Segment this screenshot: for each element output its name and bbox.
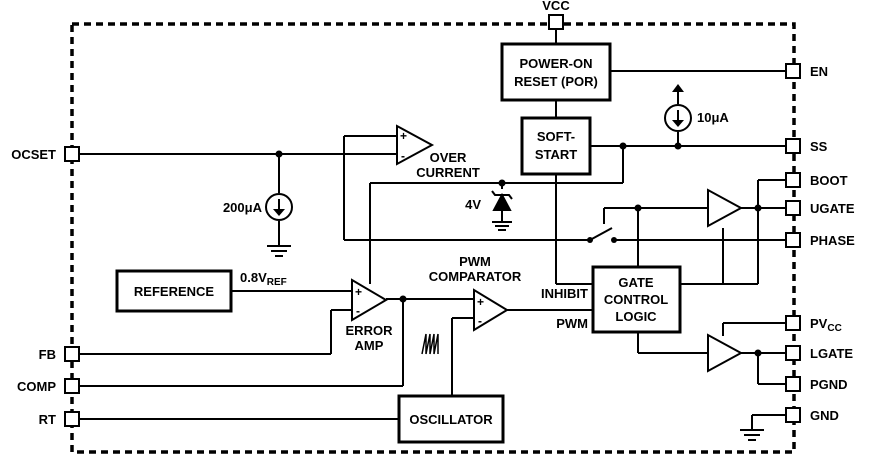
gate-logic-block — [591, 265, 682, 334]
oscillator-block — [397, 394, 505, 444]
pin-ss-pad — [785, 138, 801, 154]
pin-boot-label: BOOT — [810, 173, 848, 188]
pin-pvcc-label: PVCC — [810, 316, 842, 334]
pin-ugate-pad — [785, 200, 801, 216]
gate-label-3: LOGIC — [615, 309, 657, 324]
pin-gnd-pad — [785, 407, 801, 423]
upper-driver — [707, 188, 744, 228]
pwm-minus-sign: - — [478, 314, 482, 328]
over-current-label-1: OVER — [430, 150, 467, 165]
lower-driver — [707, 333, 744, 373]
pin-ss-label: SS — [810, 139, 828, 154]
reference-block — [115, 269, 233, 313]
softstart-block — [520, 116, 592, 176]
sawtooth-icon — [421, 333, 439, 355]
pin-en-label: EN — [810, 64, 828, 79]
por-block — [500, 42, 612, 102]
over-current-label-2: CURRENT — [416, 165, 480, 180]
arrows — [273, 84, 684, 216]
reference-label: REFERENCE — [134, 284, 215, 299]
pin-ocset-pad — [64, 146, 80, 162]
oc-comparator — [396, 124, 435, 166]
blocks — [115, 42, 682, 444]
zener-4v-label: 4V — [465, 197, 481, 212]
pin-rt-label: RT — [39, 412, 56, 427]
chip-boundary — [70, 22, 796, 454]
pin-boot-pad — [785, 172, 801, 188]
pwm-label: PWM — [556, 316, 588, 331]
pin-pgnd-label: PGND — [810, 377, 848, 392]
pwm-comp-label-1: PWM — [459, 254, 491, 269]
pin-lgate-label: LGATE — [810, 346, 853, 361]
error-amp-label-2: AMP — [355, 338, 384, 353]
pwm-plus-sign: + — [477, 295, 484, 309]
junctions — [275, 142, 762, 357]
pin-fb-label: FB — [39, 347, 56, 362]
pin-vcc-label: VCC — [542, 0, 570, 13]
pin-pvcc-pad — [785, 315, 801, 331]
pin-phase-label: PHASE — [810, 233, 855, 248]
vref-label: 0.8VREF — [240, 270, 287, 288]
oc-plus-sign: + — [400, 129, 407, 143]
pwm-comp-label-2: COMPARATOR — [429, 269, 522, 284]
oc-minus-sign: - — [401, 149, 405, 163]
softstart-label-2: START — [535, 147, 577, 162]
por-label-1: POWER-ON — [520, 56, 593, 71]
oscillator-label: OSCILLATOR — [409, 412, 493, 427]
gate-label-1: GATE — [618, 275, 653, 290]
gate-label-2: CONTROL — [604, 292, 668, 307]
pin-comp-pad — [64, 378, 80, 394]
pin-ocset-label: OCSET — [11, 147, 56, 162]
current-10ua-label: 10μA — [697, 110, 729, 125]
current-200ua-label: 200μA — [223, 200, 263, 215]
pin-ugate-label: UGATE — [810, 201, 855, 216]
error-amp-label-1: ERROR — [346, 323, 394, 338]
pin-fb-pad — [64, 346, 80, 362]
amplifiers — [351, 124, 744, 373]
ea-minus-sign: - — [356, 304, 360, 318]
pwm-comparator — [473, 288, 509, 332]
inhibit-label: INHIBIT — [541, 286, 588, 301]
error-amp — [351, 278, 388, 322]
pin-comp-label: COMP — [17, 379, 56, 394]
ea-plus-sign: + — [355, 285, 362, 299]
pin-pgnd-pad — [785, 376, 801, 392]
zener-diode — [491, 190, 513, 211]
wires — [80, 28, 786, 441]
pin-rt-pad — [64, 411, 80, 427]
pin-en-pad — [785, 63, 801, 79]
pin-gnd-label: GND — [810, 408, 839, 423]
por-label-2: RESET (POR) — [514, 74, 598, 89]
softstart-label-1: SOFT- — [537, 129, 575, 144]
pin-vcc-pad — [548, 14, 564, 30]
pin-phase-pad — [785, 232, 801, 248]
pin-lgate-pad — [785, 345, 801, 361]
pin-pads — [64, 14, 801, 427]
